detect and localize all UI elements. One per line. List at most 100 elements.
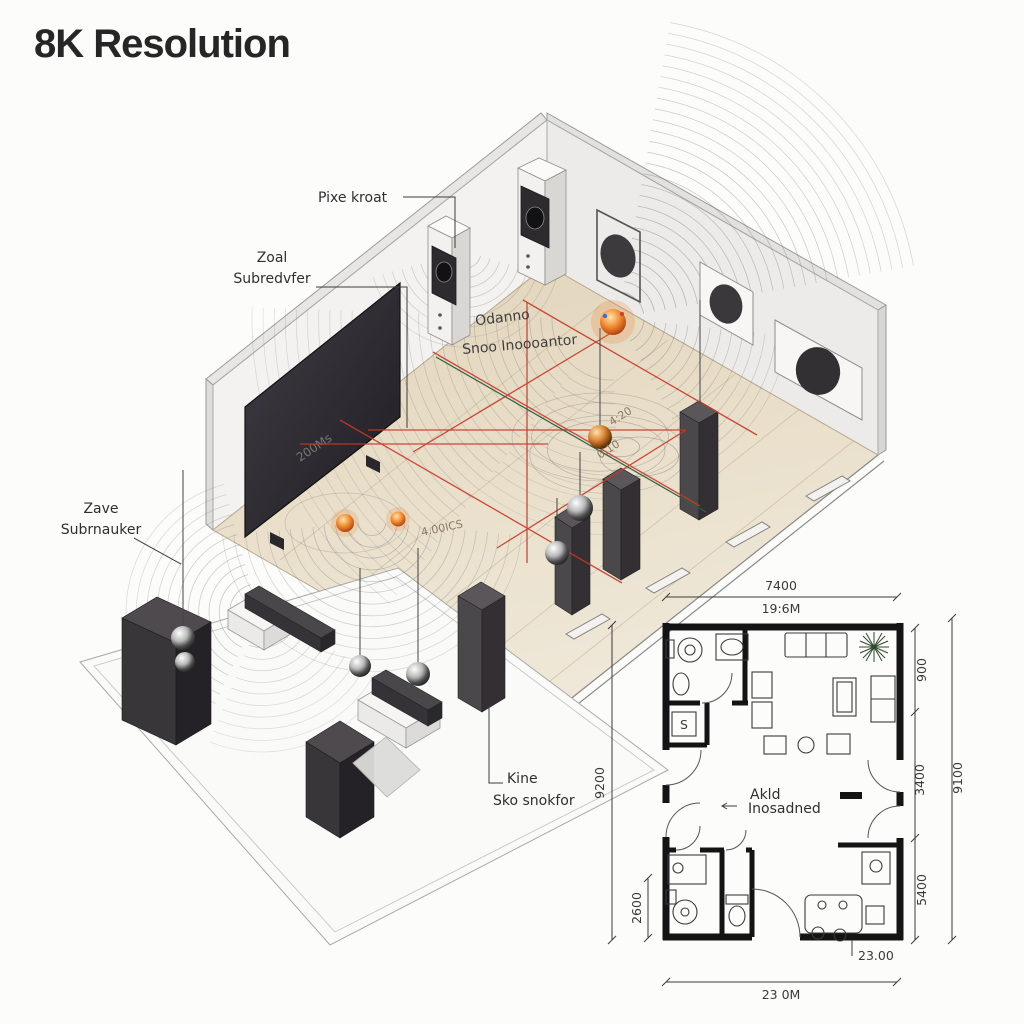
wave-arc bbox=[256, 532, 488, 639]
label-soundbar-line2: Sko snokfor bbox=[493, 793, 575, 809]
speaker-driver bbox=[709, 284, 743, 324]
right-wall-slab-edge bbox=[877, 304, 887, 456]
chair bbox=[833, 928, 847, 942]
sink bbox=[715, 633, 749, 661]
floor-rail bbox=[543, 454, 885, 728]
wave-arc bbox=[552, 395, 616, 417]
plant bbox=[859, 632, 889, 662]
wave-arc bbox=[213, 672, 376, 741]
wave-arc bbox=[231, 650, 335, 695]
wave-arc bbox=[418, 313, 494, 473]
copper-source bbox=[588, 425, 612, 449]
wave-arc bbox=[660, 76, 860, 276]
dim-right-top: 900 bbox=[914, 658, 929, 682]
leader-soundbar bbox=[488, 706, 503, 784]
toilet bbox=[677, 637, 703, 663]
chair bbox=[826, 733, 851, 755]
tv-foot bbox=[270, 532, 284, 550]
floor-vents bbox=[565, 475, 851, 640]
wave-arc bbox=[530, 423, 617, 452]
wave-arc bbox=[301, 528, 443, 593]
wave-arc bbox=[346, 524, 398, 548]
black-tower-1 bbox=[679, 400, 719, 521]
dim-bottom-outer: 23 0M bbox=[762, 987, 801, 1002]
sparkle-blue bbox=[602, 313, 608, 319]
wave-arc bbox=[529, 414, 687, 494]
black-tower-speakers bbox=[457, 400, 719, 713]
leader-rear-sub bbox=[133, 537, 182, 565]
wave-arc bbox=[239, 639, 315, 672]
orange-source bbox=[390, 511, 406, 527]
left-wall-slab-edge bbox=[205, 377, 214, 532]
microphone-spheres bbox=[171, 495, 593, 686]
wave-arc bbox=[516, 442, 618, 476]
wave-arc bbox=[631, 238, 698, 305]
chair bbox=[811, 926, 825, 940]
wave-arc bbox=[312, 527, 432, 583]
left-arrow-icon bbox=[721, 802, 737, 810]
wave-arc bbox=[652, 119, 817, 284]
wave-arc bbox=[507, 316, 548, 403]
wave-arc bbox=[323, 526, 421, 571]
label-front-tower: Pixe kroat bbox=[318, 190, 388, 206]
wave-arc bbox=[626, 270, 666, 310]
sparkle-red bbox=[620, 312, 624, 316]
wave-arc bbox=[208, 564, 246, 657]
wave-arc bbox=[662, 65, 871, 274]
plan-interior-walls bbox=[666, 627, 900, 940]
wave-arc bbox=[511, 392, 689, 482]
wave-arc bbox=[218, 666, 366, 730]
wave-arc bbox=[643, 173, 763, 293]
white-platform-inner-line bbox=[93, 576, 655, 933]
speaker-driver bbox=[795, 347, 841, 395]
plan-outer-walls bbox=[662, 623, 904, 941]
orange-source bbox=[336, 514, 354, 532]
wave-arc bbox=[651, 130, 806, 285]
wave-arc bbox=[540, 317, 569, 377]
hanging-wires bbox=[182, 300, 701, 662]
plan-furniture bbox=[665, 632, 896, 942]
page-title: 8K Resolution bbox=[34, 22, 291, 66]
wave-arc bbox=[658, 86, 850, 278]
dim-right-bottom: 5400 bbox=[914, 874, 929, 906]
subwoofer-center bbox=[305, 720, 375, 839]
black-tower-4 bbox=[457, 581, 506, 713]
label-soundbar-line1: Kine bbox=[507, 771, 538, 787]
wave-arc bbox=[545, 404, 616, 428]
wave-arc bbox=[645, 324, 678, 371]
wave-arc bbox=[523, 432, 618, 464]
toilet-tank bbox=[665, 639, 675, 659]
wave-arc bbox=[429, 313, 501, 464]
floor-plan: S Akld Inosadned 7400 19:6M bbox=[592, 578, 965, 1002]
dim-left: 9200 bbox=[592, 767, 607, 799]
wave-arc bbox=[551, 317, 576, 368]
sound-source-spheres bbox=[331, 300, 635, 537]
stool bbox=[865, 905, 885, 925]
floor-mat bbox=[352, 736, 421, 798]
dimension-lines bbox=[607, 592, 957, 987]
dim-right-middle: 3400 bbox=[912, 764, 927, 796]
wave-arc bbox=[235, 644, 325, 683]
wave-arc bbox=[218, 574, 249, 648]
armchair bbox=[832, 677, 857, 717]
dim-bottom-inner: 23.00 bbox=[858, 948, 894, 963]
speaker-driver bbox=[435, 261, 453, 283]
wave-arc bbox=[640, 322, 667, 361]
wave-arc bbox=[198, 554, 243, 667]
pedestal-sink bbox=[672, 672, 690, 696]
wave-arc bbox=[547, 420, 666, 480]
label-zoal-line1: Zoal bbox=[257, 250, 288, 266]
wave-arc bbox=[635, 321, 656, 352]
wave-arc bbox=[531, 402, 669, 472]
bench bbox=[751, 671, 773, 699]
wave-arc bbox=[574, 367, 615, 381]
bench bbox=[751, 701, 773, 729]
red-laser-lines bbox=[300, 299, 758, 584]
green-laser-line bbox=[435, 356, 707, 513]
plan-room-label-line2: Inosadned bbox=[748, 801, 821, 817]
desk bbox=[667, 854, 707, 885]
label-zoal-line2: Subredvfer bbox=[233, 271, 310, 287]
wave-arc bbox=[267, 531, 477, 627]
